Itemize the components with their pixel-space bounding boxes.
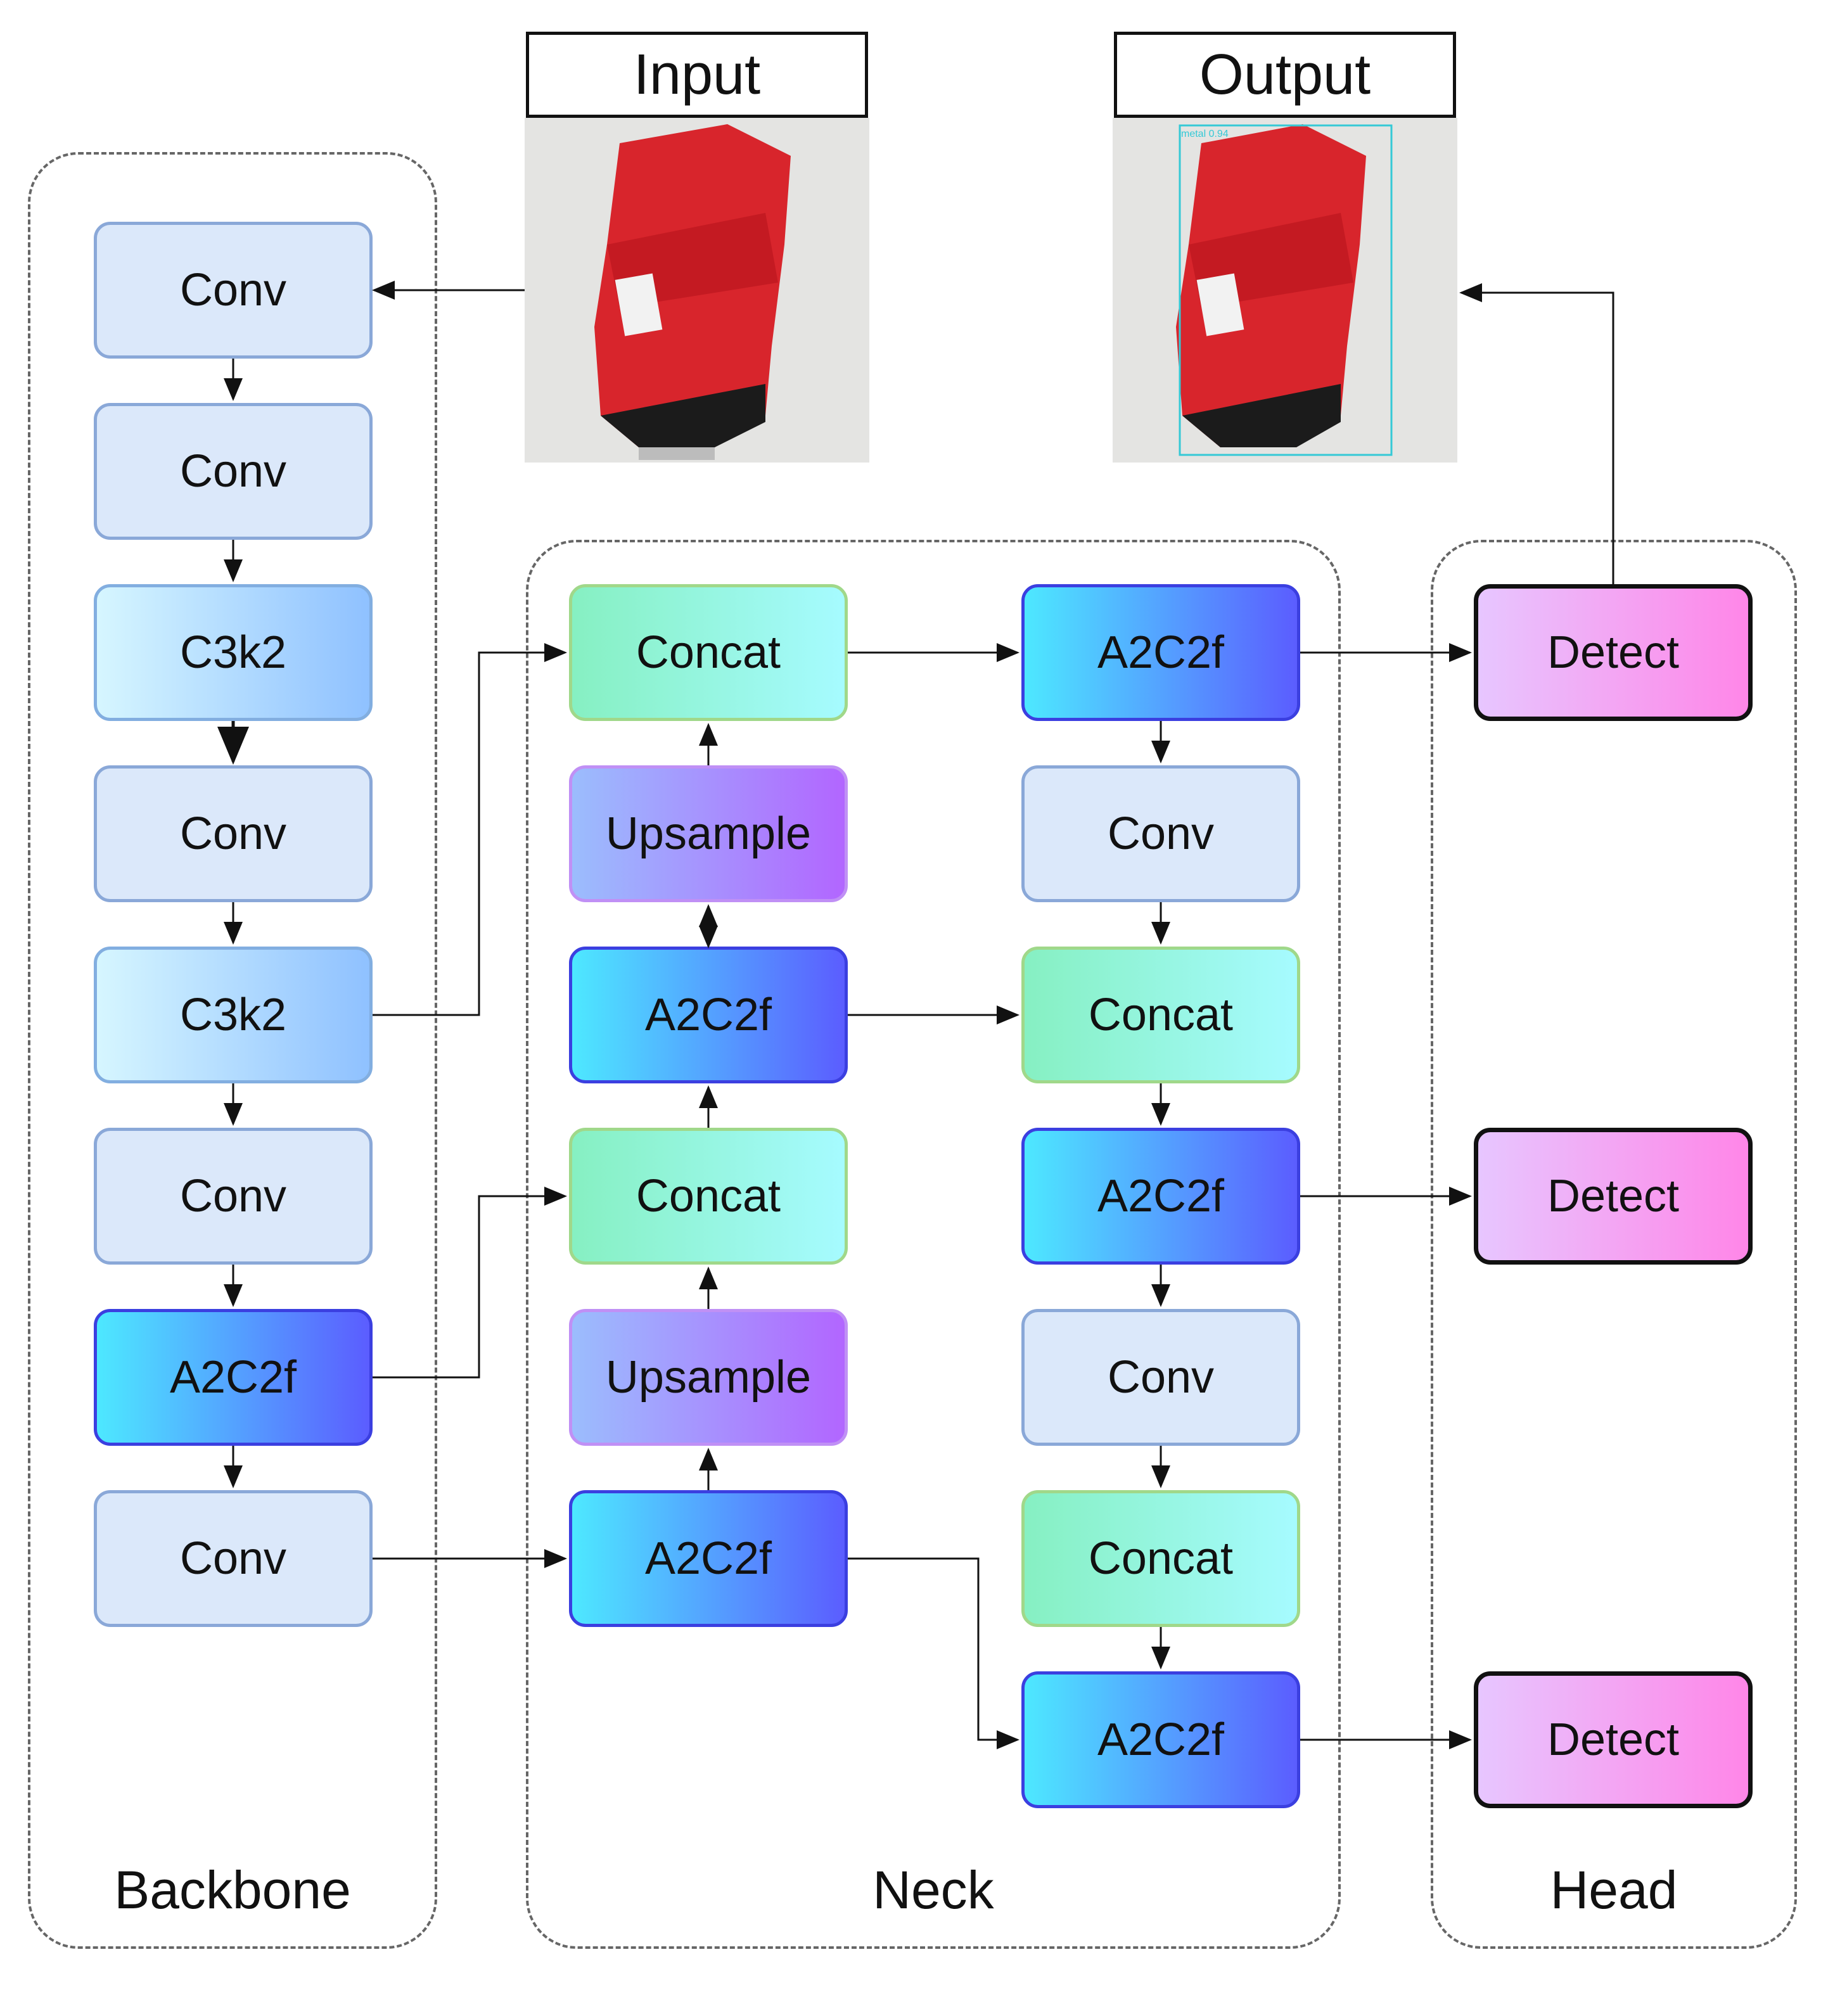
detection-label: metal 0.94 [1181,129,1229,139]
neck-a2c2f-5: A2C2f [1021,1671,1300,1808]
output-title: Output [1114,32,1456,118]
neck-upsample-2: Upsample [569,1309,848,1446]
backbone-conv-4: Conv [94,1128,373,1265]
backbone-group: Backbone [28,152,437,1949]
crushed-can-icon: metal 0.94 [1113,118,1457,463]
arrow-c3k2-to-concat [373,643,567,1016]
backbone-c3k2-1: C3k2 [94,584,373,721]
backbone-label: Backbone [114,1860,351,1920]
neck-conv-2: Conv [1021,1309,1300,1446]
backbone-conv-1: Conv [94,222,373,359]
neck-a2c2f-1: A2C2f [569,947,848,1083]
neck-upsample-1: Upsample [569,765,848,902]
neck-concat-4: Concat [1021,1490,1300,1627]
arrow-a2c2f-to-concat [373,1187,567,1379]
backbone-conv-2: Conv [94,403,373,540]
backbone-a2c2f: A2C2f [94,1309,373,1446]
arrow-a2c2f-to-final [848,1557,1019,1749]
head-label: Head [1550,1860,1678,1920]
neck-concat-2: Concat [569,1128,848,1265]
detection-box [1179,124,1393,456]
backbone-conv-3: Conv [94,765,373,902]
neck-a2c2f-2: A2C2f [569,1490,848,1627]
head-detect-2: Detect [1474,1128,1753,1265]
neck-a2c2f-3: A2C2f [1021,584,1300,721]
output-image: metal 0.94 [1113,118,1457,463]
neck-concat-3: Concat [1021,947,1300,1083]
backbone-conv-5: Conv [94,1490,373,1627]
neck-group: Neck [526,540,1341,1949]
crushed-can-icon [525,118,869,463]
neck-a2c2f-4: A2C2f [1021,1128,1300,1265]
input-image [525,118,869,463]
arrow-detect-to-output [1459,283,1614,584]
head-detect-3: Detect [1474,1671,1753,1808]
input-title: Input [526,32,868,118]
neck-conv-1: Conv [1021,765,1300,902]
backbone-c3k2-2: C3k2 [94,947,373,1083]
neck-label: Neck [872,1860,994,1920]
head-detect-1: Detect [1474,584,1753,721]
neck-concat-1: Concat [569,584,848,721]
